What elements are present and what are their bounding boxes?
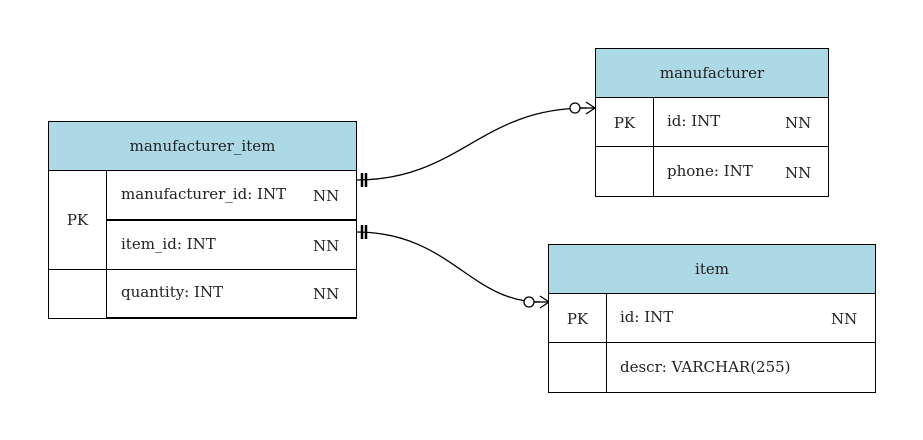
relationship-manufacturer-item-to-manufacturer <box>355 101 597 187</box>
not-null-flag: NN <box>785 163 812 182</box>
table-row: descr: VARCHAR(255) <box>549 343 875 392</box>
table-row: id: INT NN <box>549 294 875 343</box>
key-column <box>596 98 654 196</box>
table-header: manufacturer <box>596 49 828 98</box>
row-divider <box>49 269 356 270</box>
table-row: phone: INT NN <box>596 147 828 196</box>
table-row: item_id: INT NN <box>107 220 356 269</box>
key-column <box>549 294 607 392</box>
table-row: manufacturer_id: INT NN <box>107 171 356 220</box>
key-column <box>49 171 107 318</box>
pk-label: PK <box>613 113 636 132</box>
table-title: item <box>695 260 729 278</box>
row-divider <box>106 220 357 221</box>
column-name: id: INT <box>620 308 674 327</box>
zero-circle-mark <box>569 102 581 114</box>
column-name: id: INT <box>667 112 721 131</box>
table-row: quantity: INT NN <box>107 269 356 318</box>
table-item[interactable]: item PK id: INT NN descr: VARCHAR(255) <box>548 244 876 393</box>
not-null-flag: NN <box>785 113 812 132</box>
column-name: phone: INT <box>667 161 753 180</box>
pk-label: PK <box>566 309 589 328</box>
table-header: manufacturer_item <box>49 122 356 171</box>
relationship-manufacturer-item-to-item <box>355 225 551 309</box>
pk-label: PK <box>66 211 89 229</box>
not-null-flag: NN <box>313 236 340 255</box>
table-title: manufacturer <box>659 64 765 82</box>
zero-circle-mark <box>523 296 535 308</box>
table-header: item <box>549 245 875 294</box>
column-name: manufacturer_id: INT <box>121 185 287 204</box>
not-null-flag: NN <box>313 284 340 303</box>
not-null-flag: NN <box>313 186 340 205</box>
column-name: item_id: INT <box>121 234 216 253</box>
table-title: manufacturer_item <box>129 137 276 155</box>
table-row: id: INT NN <box>596 98 828 147</box>
not-null-flag: NN <box>831 309 858 328</box>
column-name: quantity: INT <box>121 283 224 302</box>
column-name: descr: VARCHAR(255) <box>620 357 791 376</box>
table-manufacturer[interactable]: manufacturer PK id: INT NN phone: INT NN <box>595 48 829 197</box>
